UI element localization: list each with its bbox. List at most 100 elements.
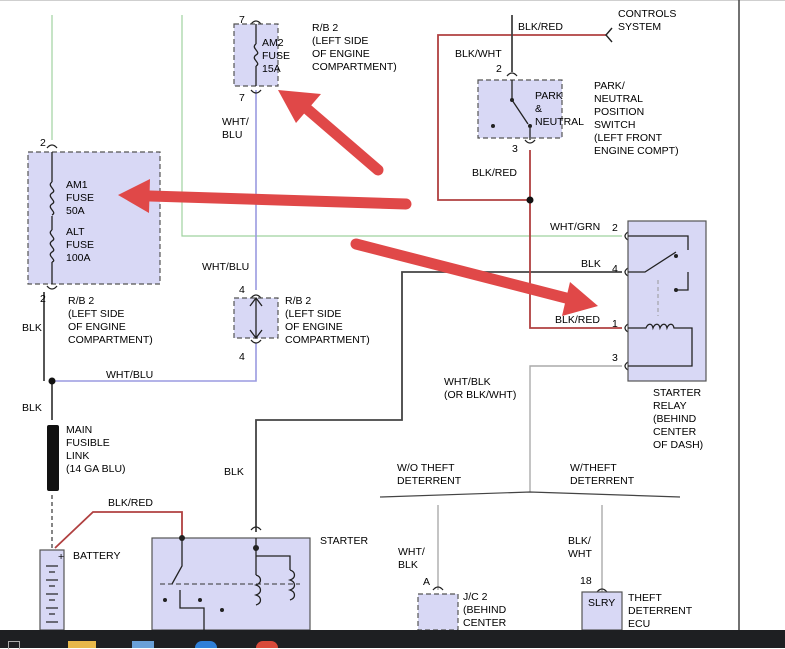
connector-am1: [46, 144, 58, 290]
label-wht-blu-upper: WHT/BLU: [222, 116, 249, 141]
pin-fuse-mid-top: 4: [239, 284, 245, 296]
annotation-arrow-am2: [278, 90, 384, 176]
label-wht-grn: WHT/GRN: [550, 221, 600, 233]
park-neutral-switch-box: [477, 79, 563, 139]
battery-plus: +: [58, 551, 64, 563]
starter-switch: [171, 538, 291, 630]
label-wht-blk-bottom: WHT/BLK: [398, 546, 425, 571]
annotation-arrow-am1: [118, 179, 412, 213]
wire-wht-blk-relay: [529, 365, 622, 492]
starter-contact: [163, 598, 167, 602]
pin-relay-1: 1: [612, 318, 618, 330]
file-explorer-icon[interactable]: [68, 641, 96, 648]
label-wht-blu-bottom: WHT/BLU: [106, 369, 153, 381]
label-battery: BATTERY: [73, 550, 120, 562]
starter-terminal: [253, 545, 259, 551]
relay-contact: [674, 288, 678, 292]
label-blk-center: BLK: [224, 466, 244, 478]
connector-pn: [506, 72, 536, 144]
taskbar: [0, 630, 785, 649]
pin-relay-2: 2: [612, 222, 618, 234]
taskbar-icon[interactable]: [8, 641, 20, 649]
wire-wht-grn: [181, 15, 622, 237]
am1-alt-fuse-box: [27, 151, 161, 285]
pin-am1-bottom: 2: [40, 293, 46, 305]
starter-contact: [220, 608, 224, 612]
relay-contacts: [628, 235, 689, 291]
label-park-neutral: PARK&NEUTRAL: [535, 90, 584, 128]
annotation-arrow-relay: [350, 238, 598, 316]
starter-box: [151, 537, 311, 630]
splice-dot: [48, 377, 56, 385]
pin-am2-top: 7: [239, 14, 245, 26]
pin-relay-3: 3: [612, 352, 618, 364]
theft-bracket: [379, 491, 681, 498]
pin-am2-bottom: 7: [239, 92, 245, 104]
label-blk-red-mid: BLK/RED: [472, 167, 517, 179]
pin-pn-top: 2: [496, 63, 502, 75]
connector-arrow-controls: [605, 27, 613, 43]
label-wht-blu-mid: WHT/BLU: [202, 261, 249, 273]
battery-cells: [46, 565, 58, 623]
pin-ecu-18: 18: [580, 575, 592, 587]
label-wht-blk: WHT/BLK(OR BLK/WHT): [444, 376, 516, 401]
edge-browser-icon[interactable]: [195, 641, 217, 648]
connector-fuse-mid: [250, 294, 262, 344]
fuse-mid-symbol: [249, 296, 263, 340]
label-blk-red-top: BLK/RED: [518, 21, 563, 33]
switch-contact: [528, 124, 532, 128]
relay-coil: [628, 323, 693, 367]
theft-ecu-box: [581, 591, 623, 630]
park-neutral-switch-symbol: [511, 80, 531, 140]
label-blk-left-2: BLK: [22, 402, 42, 414]
starter-contact: [198, 598, 202, 602]
relay-contact: [674, 254, 678, 258]
label-starter: STARTER: [320, 535, 368, 547]
alt-fuse-symbol: [49, 229, 55, 263]
wire-blk-red-battery: [54, 511, 183, 549]
starter-coils: [253, 569, 296, 606]
am2-fuse-symbol: [253, 43, 259, 67]
switch-contact: [510, 98, 514, 102]
starter-terminal: [179, 535, 185, 541]
pin-jc-a: A: [423, 576, 430, 588]
label-blk-red-bottom: BLK/RED: [108, 497, 153, 509]
pin-relay-4: 4: [612, 263, 618, 275]
label-blk-wht: BLK/WHT: [455, 48, 502, 60]
main-fusible-link: [47, 425, 59, 491]
connector-bottom: [250, 526, 608, 593]
pin-am1-top: 2: [40, 137, 46, 149]
label-blk-red-relay: BLK/RED: [555, 314, 600, 326]
starter-relay-box: [627, 220, 707, 382]
wire-blk-red-relay: [529, 150, 622, 329]
switch-contact: [491, 124, 495, 128]
splice-dot: [526, 196, 534, 204]
label-blk-wht-bottom: BLK/WHT: [568, 535, 592, 560]
label-blk-left: BLK: [22, 322, 42, 334]
battery-box: [39, 549, 65, 630]
wire-blk-red-top: [437, 34, 606, 201]
wire-wht-blu-lower: [52, 343, 257, 382]
label-blk-relay: BLK: [581, 258, 601, 270]
am1-fuse-symbol: [49, 181, 55, 216]
jc2-box: [417, 593, 459, 630]
connector-relay: [624, 231, 629, 371]
label-slry: SLRY: [588, 597, 615, 609]
pin-fuse-mid-bottom: 4: [239, 351, 245, 363]
pin-pn-bottom: 3: [512, 143, 518, 155]
chrome-browser-icon[interactable]: [256, 641, 278, 648]
notepad-icon[interactable]: [132, 641, 154, 648]
